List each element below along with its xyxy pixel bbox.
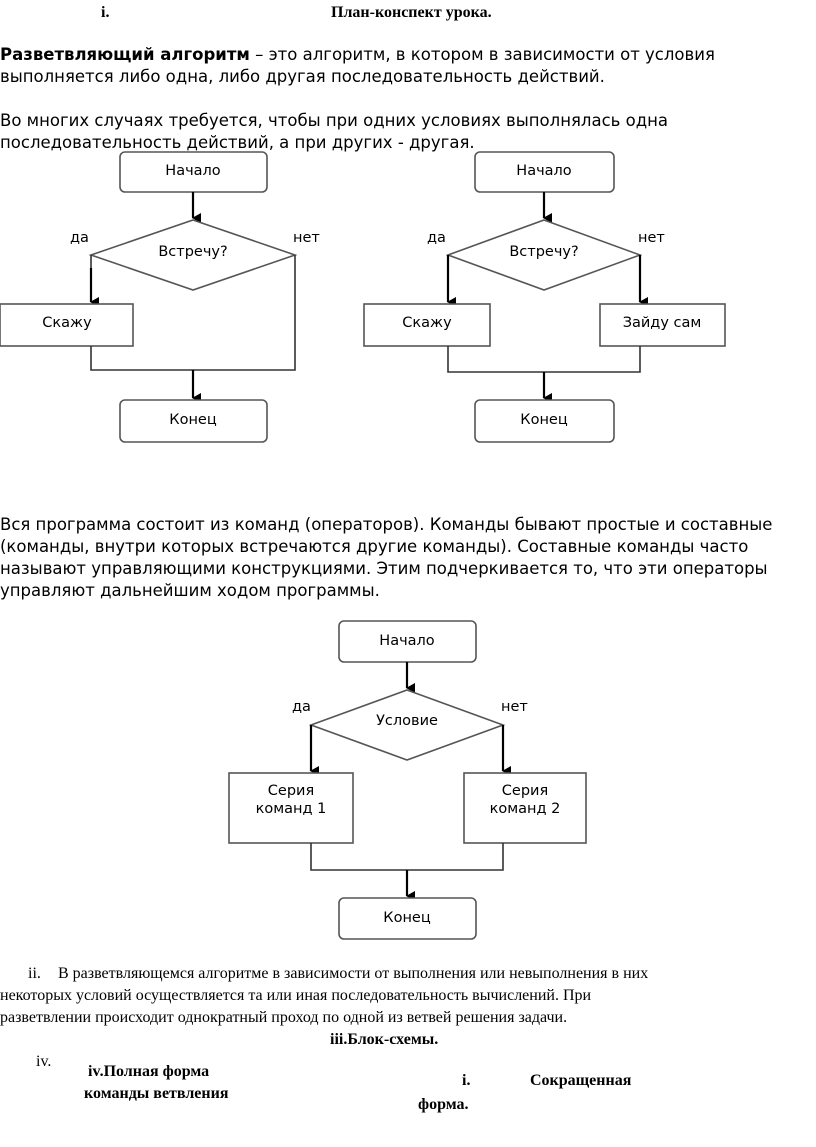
action-yes-block: [363, 303, 491, 347]
action-yes-label: Скажу: [402, 315, 452, 331]
program-line-3: называют управляющими конструкциями. Эти…: [0, 559, 768, 578]
condition-diamond: [308, 689, 506, 761]
intro-line-2: последовательность действий, а при други…: [0, 133, 475, 152]
series-1-label-line-2: команд 1: [256, 801, 327, 817]
program-line-4: управляют дальнейшим ходом программы.: [0, 581, 380, 600]
definition-line-1: Разветвляющий алгоритм – это алгоритм, в…: [0, 44, 715, 66]
start-label: Начало: [379, 633, 435, 649]
action-no-block: [599, 303, 726, 347]
short-form-title-line-2: форма.: [418, 1096, 469, 1113]
series-2-block: [463, 772, 587, 844]
action-no-label: Зайду сам: [623, 315, 702, 331]
condition-diamond: [88, 219, 298, 291]
series-1-block: [228, 772, 354, 844]
point-2-line-3: разветвлении происходит однократный прох…: [0, 1009, 568, 1026]
end-block: [119, 399, 268, 443]
condition-label: Условие: [376, 713, 438, 729]
merge-line: [310, 843, 504, 871]
series-2-label-line-1: Серия: [502, 783, 548, 799]
intro-line-1: Во многих случаях требуется, чтобы при о…: [0, 111, 669, 130]
header-number: i.: [101, 4, 110, 21]
point-2-line-2: некоторых условий осуществляется та или …: [0, 987, 592, 1004]
condition-label: Встречу?: [509, 244, 578, 260]
bottom-number-iv: iv.: [36, 1053, 52, 1070]
no-label: нет: [293, 230, 320, 246]
flowchart-short-form: Начало Встречу? да нет Скажу Конец: [0, 151, 320, 443]
no-label: нет: [638, 230, 665, 246]
program-line-1: Вся программа состоит из команд (операто…: [0, 515, 773, 534]
merge-line: [90, 346, 193, 371]
end-label: Конец: [383, 910, 431, 926]
condition-diamond: [445, 219, 643, 291]
end-block: [474, 399, 615, 443]
definition-term: Разветвляющий алгоритм: [0, 45, 250, 64]
series-1-label-line-1: Серия: [268, 783, 314, 799]
action-block: [0, 303, 134, 347]
no-label: нет: [501, 699, 528, 715]
section-3-title: iii.Блок-схемы.: [330, 1031, 439, 1048]
full-form-title-line-2: команды ветвления: [84, 1085, 229, 1102]
bottom-number-i: i.: [462, 1072, 471, 1089]
flowchart-general: Начало Условие да нет Серия команд 1 Сер…: [228, 620, 587, 940]
end-label: Конец: [520, 412, 568, 428]
yes-label: да: [427, 230, 446, 246]
action-label: Скажу: [42, 315, 92, 331]
yes-label: да: [70, 230, 89, 246]
flowchart-full-form: Начало Встречу? да нет Скажу Зайду сам К…: [363, 151, 726, 443]
point-2-line-1: В разветвляющемся алгоритме в зависимост…: [58, 965, 649, 982]
definition-line-2: выполняется либо одна, либо другая после…: [0, 67, 605, 86]
end-label: Конец: [169, 412, 217, 428]
condition-label: Встречу?: [158, 244, 227, 260]
no-branch: [193, 255, 296, 371]
page-title: План-конспект урока.: [331, 4, 492, 21]
definition-text: – это алгоритм, в котором в зависимости …: [249, 45, 715, 64]
series-2-label-line-2: команд 2: [490, 801, 561, 817]
yes-label: да: [292, 699, 311, 715]
end-block: [338, 897, 477, 940]
point-2-number: ii.: [28, 965, 41, 982]
short-form-title-line-1: Сокращенная: [530, 1072, 632, 1089]
full-form-title-line-1: iv.Полная форма: [88, 1063, 210, 1080]
start-label: Начало: [516, 163, 572, 179]
merge-line: [447, 346, 641, 373]
program-line-2: (команды, внутри которых встречаются дру…: [0, 537, 749, 556]
start-label: Начало: [165, 163, 221, 179]
